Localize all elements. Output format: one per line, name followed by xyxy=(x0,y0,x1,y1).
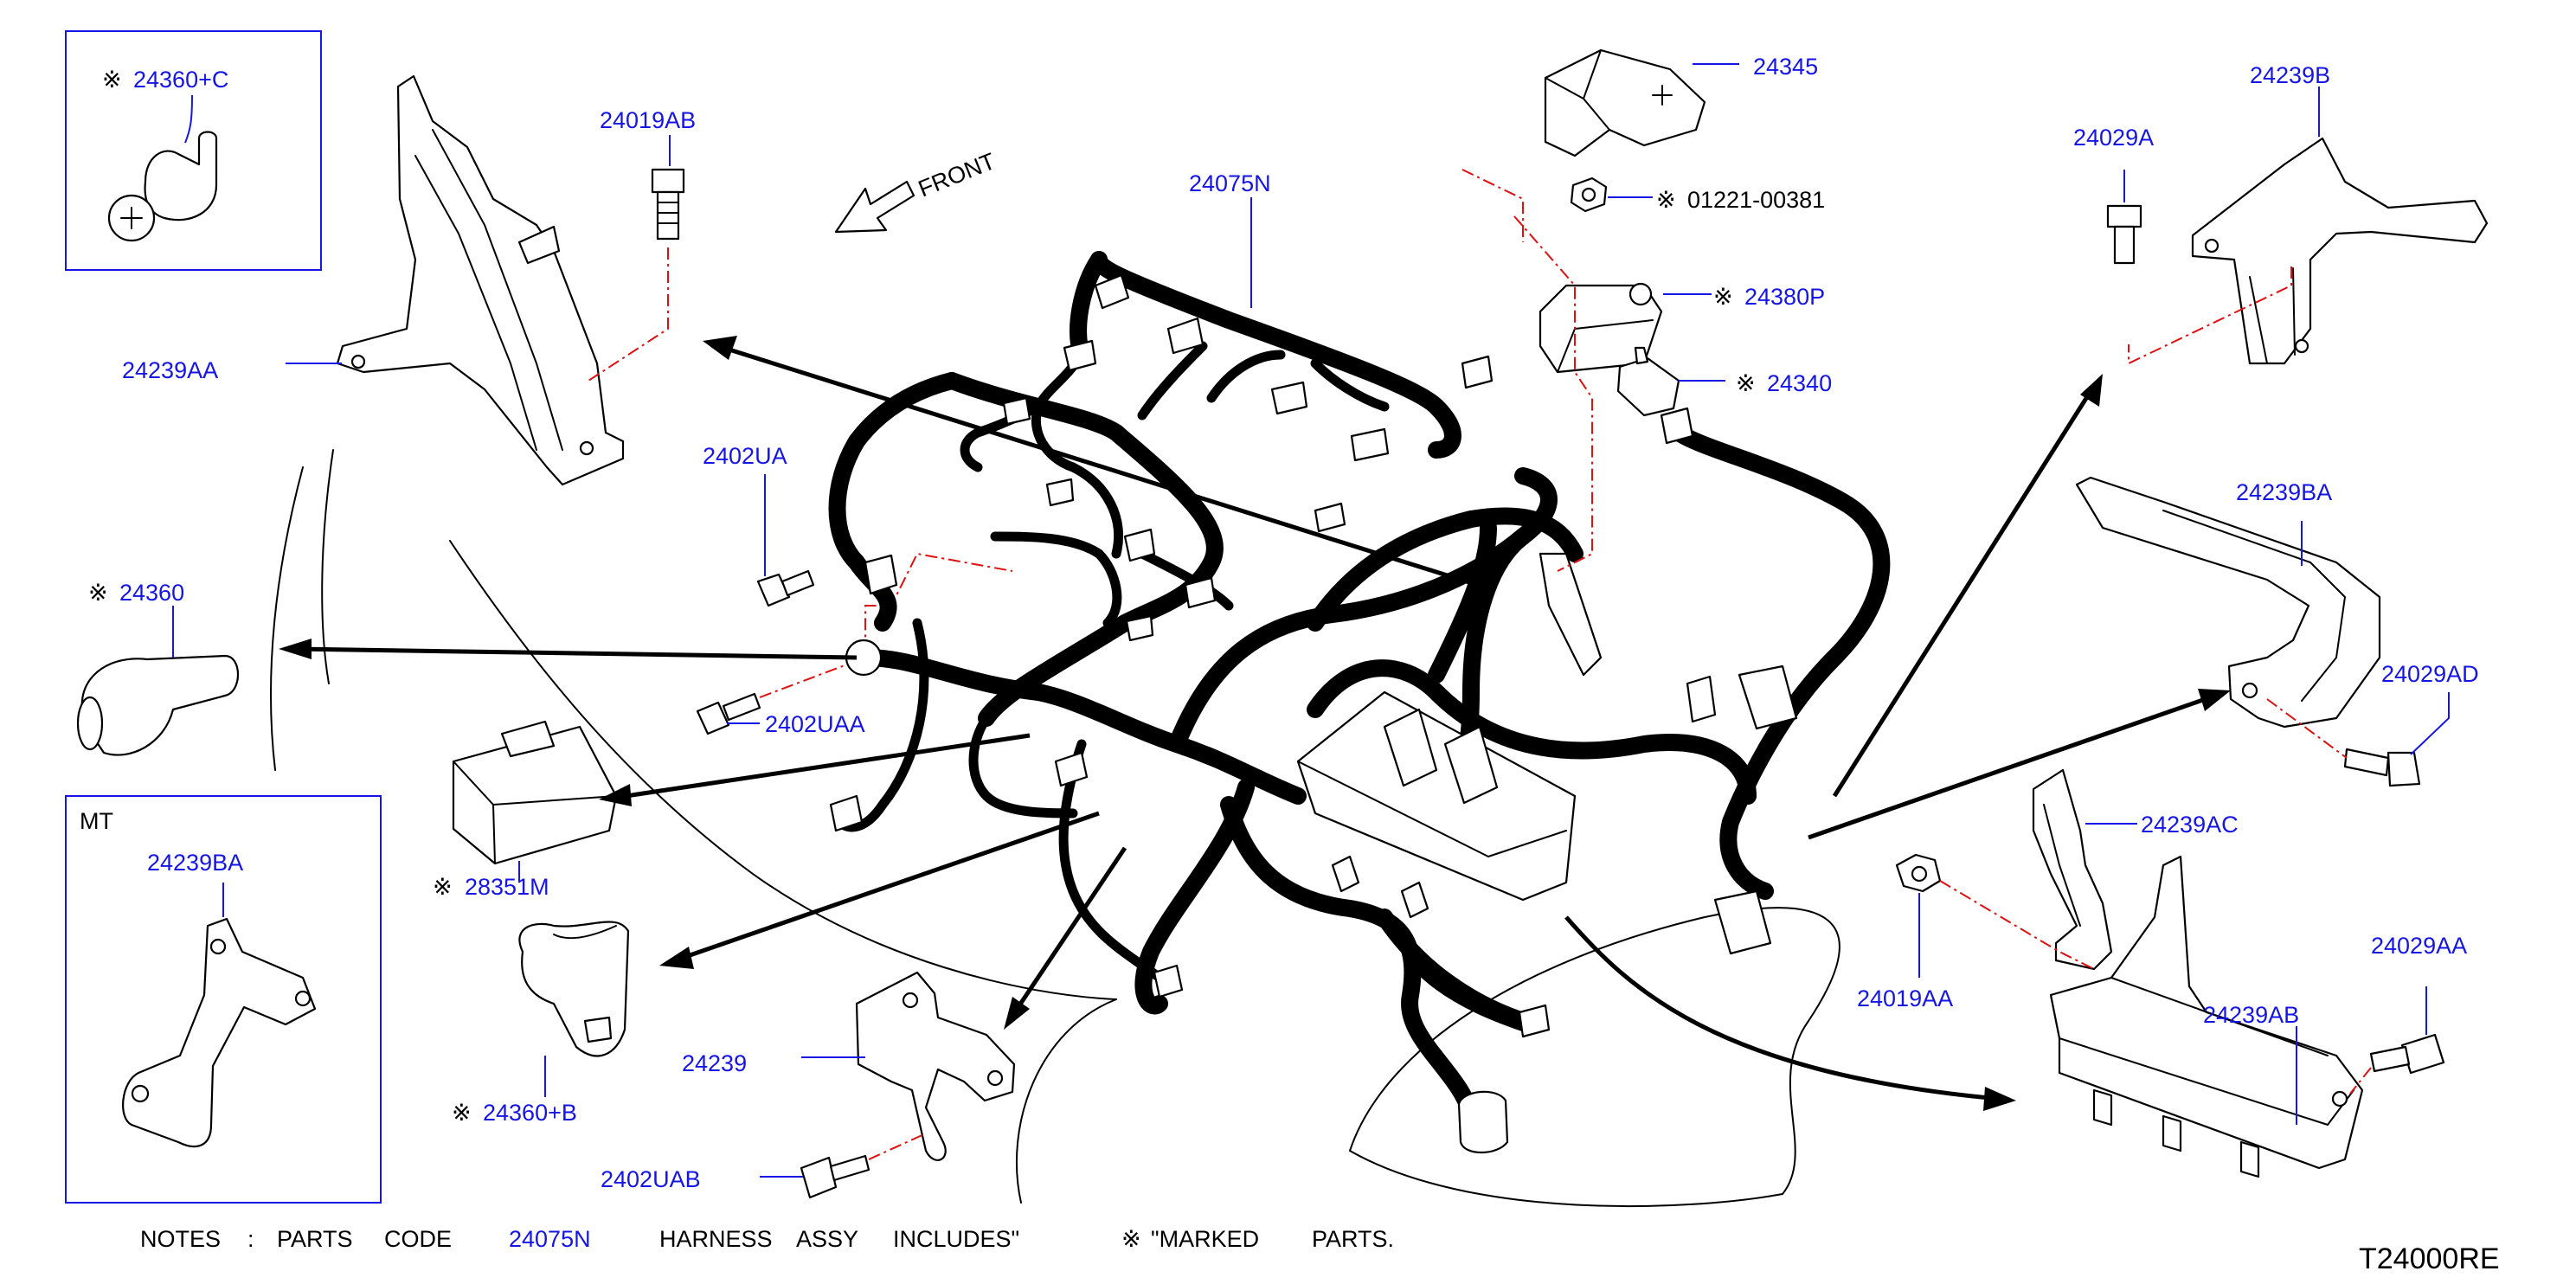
bolt-2402ua xyxy=(756,569,815,607)
notes-word-harness: HARNESS xyxy=(659,1226,773,1252)
battery-cover-24345 xyxy=(1544,48,1706,157)
dash-24029ad xyxy=(2266,698,2348,759)
part-label-24019ab[interactable]: 24019AB xyxy=(600,107,696,133)
mark-symbol-28351m: ※ xyxy=(433,874,453,900)
part-label-24239[interactable]: 24239 xyxy=(682,1050,747,1076)
part-label-24239ba[interactable]: 24239BA xyxy=(2236,479,2332,505)
dash-24029aa xyxy=(2349,1067,2372,1095)
notes-word-parts: PARTS xyxy=(277,1226,353,1252)
bracket-24239ab xyxy=(2049,855,2364,1178)
part-label-24239ba-mt[interactable]: 24239BA xyxy=(147,850,243,876)
part-label-24360[interactable]: 24360 xyxy=(119,580,184,606)
notes-word-includes: INCLUDES" xyxy=(893,1226,1019,1252)
relay-box xyxy=(1296,552,1603,919)
nut-24019aa xyxy=(1895,853,1942,893)
part-label-24360b[interactable]: 24360+B xyxy=(483,1100,577,1126)
drawing-code: T24000RE xyxy=(2359,1242,2500,1275)
inset-box-mt xyxy=(65,795,382,1204)
dash-battery-stack xyxy=(1461,169,1593,572)
battery-terminal-24340 xyxy=(1616,346,1680,417)
notes-code[interactable]: 24075N xyxy=(509,1226,591,1252)
terminal-cap-24360c xyxy=(107,131,218,242)
bracket-24239 xyxy=(855,971,1016,1161)
front-label: FRONT xyxy=(915,148,999,202)
clamp-24360b xyxy=(518,921,630,1057)
engine-bay-outline xyxy=(270,449,1840,1208)
fuse-holder-24380p xyxy=(1539,282,1663,374)
relay-28351m xyxy=(452,720,618,865)
notes-word-parts-end: PARTS. xyxy=(1312,1226,1394,1252)
part-label-2402ua[interactable]: 2402UA xyxy=(703,443,787,469)
dash-24019ab xyxy=(588,247,669,382)
engine-room-harness-24075n xyxy=(828,251,1891,1125)
dash-24239b xyxy=(2128,266,2292,365)
notes-colon: : xyxy=(247,1226,254,1252)
leader-24029ad xyxy=(2410,692,2450,755)
mark-symbol-24360b: ※ xyxy=(452,1100,472,1126)
bolt-24029ad xyxy=(2343,748,2421,787)
bolt-2402uab xyxy=(800,1154,870,1199)
part-label-24075n[interactable]: 24075N xyxy=(1189,170,1271,196)
bolt-2402uaa xyxy=(696,692,761,735)
nut-01221-00381 xyxy=(1570,177,1608,213)
part-label-2402uaa[interactable]: 2402UAA xyxy=(765,711,865,737)
inset-label-mt: MT xyxy=(80,808,113,834)
part-label-24239b[interactable]: 24239B xyxy=(2250,62,2330,88)
mark-symbol-24360c: ※ xyxy=(102,67,122,93)
inset-box-24360c xyxy=(65,30,322,271)
part-label-24345[interactable]: 24345 xyxy=(1753,54,1818,80)
notes-word-marked: "MARKED xyxy=(1151,1226,1259,1252)
mark-symbol-24340: ※ xyxy=(1736,370,1756,396)
part-label-28351m[interactable]: 28351M xyxy=(465,874,549,900)
part-label-24239ab[interactable]: 24239AB xyxy=(2203,1002,2299,1028)
notes-line: NOTES : PARTS CODE 24075N HARNESS ASSY I… xyxy=(140,1226,1394,1252)
part-label-24360c[interactable]: 24360+C xyxy=(133,67,228,93)
dash-24019aa xyxy=(1939,880,2095,970)
mark-symbol-24360: ※ xyxy=(88,580,108,606)
bracket-24239ba xyxy=(2075,476,2381,729)
part-label-24239aa[interactable]: 24239AA xyxy=(122,357,218,383)
dash-2402uab xyxy=(868,1133,927,1160)
front-arrow-icon xyxy=(834,180,915,234)
bolt-24029aa xyxy=(2369,1033,2445,1075)
part-label-24340[interactable]: 24340 xyxy=(1767,370,1832,396)
bracket-24239aa xyxy=(336,74,625,486)
part-label-24029ad[interactable]: 24029AD xyxy=(2381,661,2479,687)
harness-connectors xyxy=(829,273,1798,1153)
part-label-24380p[interactable]: 24380P xyxy=(1744,284,1825,310)
bracket-24239ac xyxy=(2032,768,2113,971)
part-label-24019aa[interactable]: 24019AA xyxy=(1857,985,1953,1011)
part-label-2402uab[interactable]: 2402UAB xyxy=(601,1166,701,1192)
bolt-24029a xyxy=(2106,204,2142,265)
pointer-arrows xyxy=(279,336,2231,1111)
notes-word-code: CODE xyxy=(384,1226,452,1252)
notes-prefix: NOTES xyxy=(140,1226,221,1252)
part-label-24029a[interactable]: 24029A xyxy=(2073,125,2154,151)
part-label-24029aa[interactable]: 24029AA xyxy=(2371,933,2467,959)
bracket-24239b xyxy=(2191,137,2489,365)
bolt-24019ab xyxy=(651,168,685,241)
notes-word-assy: ASSY xyxy=(796,1226,858,1252)
mark-symbol-01221: ※ xyxy=(1656,187,1676,213)
bracket-24239ba-mt xyxy=(122,917,317,1148)
part-label-24239ac[interactable]: 24239AC xyxy=(2141,812,2239,838)
mark-symbol-24380p: ※ xyxy=(1713,284,1733,310)
part-label-01221-00381[interactable]: 01221-00381 xyxy=(1687,187,1825,213)
terminal-cap-24360 xyxy=(76,654,240,756)
leader-24360c xyxy=(184,94,193,144)
notes-mark-symbol: ※ xyxy=(1121,1226,1141,1252)
